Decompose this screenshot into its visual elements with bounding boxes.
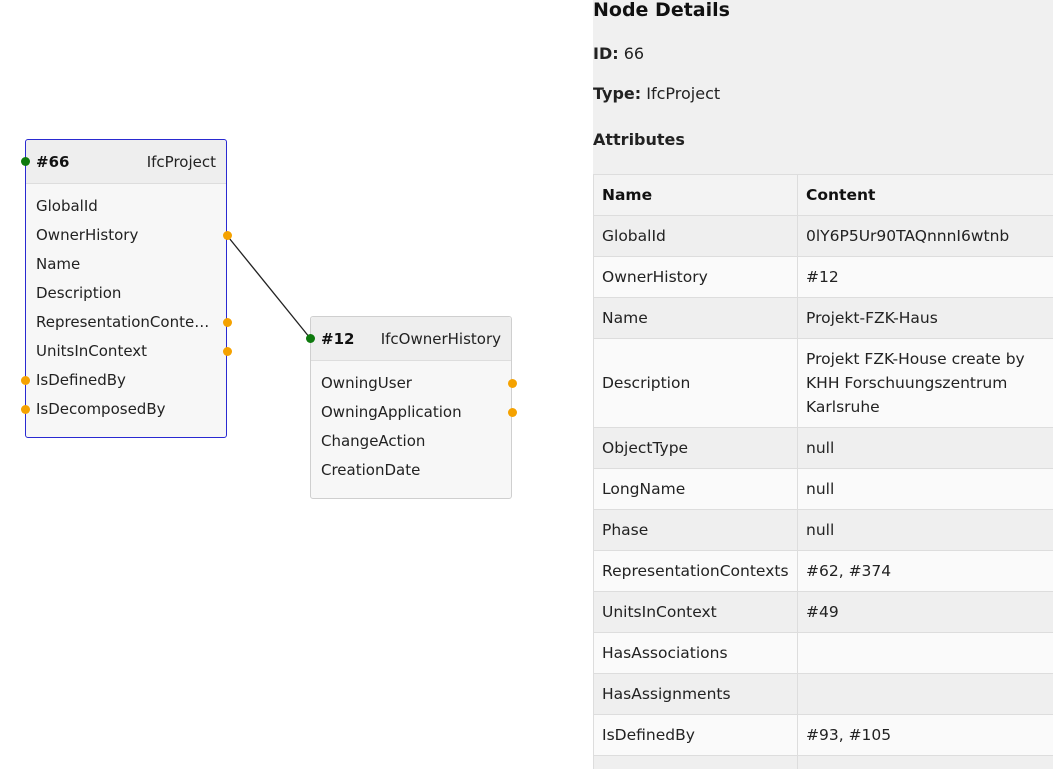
attribute-output-port[interactable]: [222, 347, 232, 356]
table-row: RepresentationContexts#62, #374: [593, 550, 1053, 592]
node-attribute: UnitsInContext: [26, 337, 226, 366]
attributes-heading: Attributes: [593, 130, 685, 149]
attribute-content-cell: 0lY6P5Ur90TAQnnnI6wtnb: [797, 215, 1053, 257]
node-attribute-label: OwningApplication: [321, 403, 462, 421]
node-attribute: CreationDate: [311, 456, 511, 485]
attribute-name-cell: Name: [593, 297, 798, 339]
edge-ownerhistory: [226, 235, 311, 339]
column-header-content: Content: [797, 174, 1053, 216]
column-header-name: Name: [593, 174, 798, 216]
table-row: UnitsInContext#49: [593, 591, 1053, 633]
node-attribute-label: OwnerHistory: [36, 226, 139, 244]
attribute-name-cell: LongName: [593, 468, 798, 510]
attribute-name-cell: ObjectType: [593, 427, 798, 469]
node-attribute: IsDecomposedBy: [26, 395, 226, 424]
details-title: Node Details: [593, 0, 730, 21]
node-input-port[interactable]: [21, 157, 30, 166]
attribute-name-cell: HasAssignments: [593, 673, 798, 715]
node-attribute: IsDefinedBy: [26, 366, 226, 395]
node-header[interactable]: #12 IfcOwnerHistory: [306, 317, 511, 361]
attribute-name-cell: Description: [593, 338, 798, 428]
node-attribute-label: Name: [36, 255, 81, 273]
node-attribute: OwnerHistory: [26, 221, 226, 250]
node-attribute-label: IsDecomposedBy: [36, 400, 166, 418]
node-attribute-label: RepresentationConte…: [36, 313, 210, 331]
node-attribute: OwningApplication: [311, 398, 511, 427]
table-row: OwnerHistory#12: [593, 256, 1053, 298]
attribute-output-port[interactable]: [222, 231, 232, 240]
attribute-content-cell: #49: [797, 591, 1053, 633]
details-id: ID: 66: [593, 44, 644, 63]
attribute-content-cell: [797, 632, 1053, 674]
node-type: IfcProject: [146, 152, 216, 171]
node-attribute-label: UnitsInContext: [36, 342, 148, 360]
node-attribute: Name: [26, 250, 226, 279]
attribute-content-cell: #62, #374: [797, 550, 1053, 592]
node-attribute-label: IsDefinedBy: [36, 371, 126, 389]
attribute-content-cell: null: [797, 509, 1053, 551]
attribute-name-cell: IsDefinedBy: [593, 714, 798, 756]
node-attribute-label: CreationDate: [321, 461, 421, 479]
attribute-content-cell: #93, #105: [797, 714, 1053, 756]
attribute-output-port[interactable]: [507, 379, 517, 388]
attribute-name-cell: OwnerHistory: [593, 256, 798, 298]
attribute-content-cell: Projekt FZK-House create by KHH Forschuu…: [797, 338, 1053, 428]
attribute-output-port[interactable]: [507, 408, 517, 417]
details-type-value: IfcProject: [646, 84, 721, 103]
details-id-value: 66: [623, 44, 645, 63]
attribute-content-cell: null: [797, 427, 1053, 469]
details-type: Type: IfcProject: [593, 84, 720, 103]
details-id-label: ID:: [593, 44, 619, 63]
attribute-name-cell: Phase: [593, 509, 798, 551]
attribute-name-cell: GlobalId: [593, 215, 798, 257]
node-attribute-label: OwningUser: [321, 374, 412, 392]
details-type-label: Type:: [593, 84, 642, 103]
node-attribute: GlobalId: [26, 192, 226, 221]
node-type: IfcOwnerHistory: [380, 329, 501, 348]
attribute-name-cell: HasAssociations: [593, 632, 798, 674]
table-row: IsDefinedBy#93, #105: [593, 714, 1053, 756]
attribute-content-cell: #12: [797, 256, 1053, 298]
attribute-name-cell: UnitsInContext: [593, 591, 798, 633]
attributes-table-header: Name Content: [593, 174, 1053, 216]
attribute-input-port[interactable]: [20, 405, 30, 414]
node-attribute: Description: [26, 279, 226, 308]
attribute-input-port[interactable]: [20, 376, 30, 385]
node-attribute-label: ChangeAction: [321, 432, 426, 450]
node-attribute-label: Description: [36, 284, 122, 302]
node-attribute-label: GlobalId: [36, 197, 98, 215]
node-input-port[interactable]: [306, 334, 315, 343]
node-attribute: RepresentationConte…: [26, 308, 226, 337]
attribute-output-port[interactable]: [222, 318, 232, 327]
node-attribute: OwningUser: [311, 369, 511, 398]
attribute-content-cell: null: [797, 468, 1053, 510]
attribute-content-cell: [797, 673, 1053, 715]
attribute-content-cell: Projekt-FZK-Haus: [797, 297, 1053, 339]
attribute-content-cell: [797, 755, 1053, 769]
node-attribute: ChangeAction: [311, 427, 511, 456]
table-row: HasAssignments: [593, 673, 1053, 715]
node-header[interactable]: #66 IfcProject: [21, 140, 226, 184]
attribute-name-cell: RepresentationContexts: [593, 550, 798, 592]
node-details-panel: Node Details ID: 66 Type: IfcProject Att…: [593, 0, 1053, 769]
node-id: #12: [321, 329, 355, 348]
table-row: HasAssociations: [593, 632, 1053, 674]
table-row: [593, 755, 1053, 769]
node-id: #66: [36, 152, 70, 171]
attribute-name-cell: [593, 755, 798, 769]
